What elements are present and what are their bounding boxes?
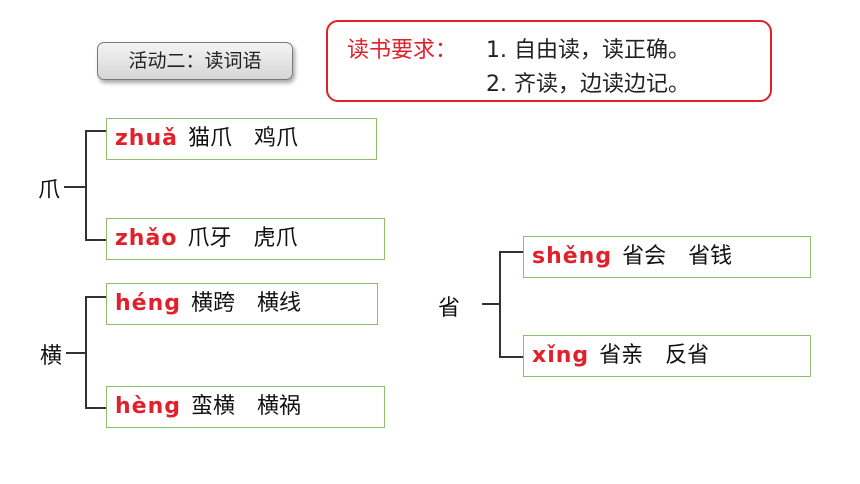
word-box: héng 横跨 横线 [106, 283, 378, 325]
word-box: xǐng 省亲 反省 [523, 335, 811, 377]
reading-requirements-box: 读书要求： 1. 自由读，读正确。 2. 齐读，边读边记。 [326, 20, 772, 102]
bracket-arm [85, 130, 107, 132]
words: 省会 省钱 [622, 244, 733, 269]
pinyin: shěng [532, 244, 613, 269]
bracket-arm [85, 296, 107, 298]
requirement-line-2: 2. 齐读，边读边记。 [486, 72, 690, 97]
word-box: zhǎo 爪牙 虎爪 [106, 218, 385, 260]
bracket-vertical [85, 296, 87, 408]
pinyin: hèng [115, 394, 181, 419]
pinyin: xǐng [532, 343, 590, 368]
character-heng: 横 [40, 344, 63, 369]
bracket-stem [66, 352, 86, 354]
words: 省亲 反省 [599, 343, 710, 368]
pinyin: zhuǎ [115, 126, 178, 151]
bracket-vertical [85, 130, 87, 240]
bracket-arm [499, 251, 523, 253]
words: 爪牙 虎爪 [187, 226, 298, 251]
word-box: zhuǎ 猫爪 鸡爪 [106, 118, 377, 160]
words: 猫爪 鸡爪 [187, 126, 298, 151]
word-box: hèng 蛮横 横祸 [106, 386, 385, 428]
pinyin: zhǎo [115, 226, 178, 251]
pinyin: héng [115, 291, 181, 316]
bracket-arm [85, 407, 107, 409]
bracket-vertical [499, 251, 501, 357]
word-box: shěng 省会 省钱 [523, 236, 811, 278]
character-zhua: 爪 [38, 178, 61, 203]
requirements-title: 读书要求： [347, 38, 458, 63]
bracket-stem [482, 303, 500, 305]
words: 蛮横 横祸 [191, 394, 302, 419]
bracket-stem [64, 186, 86, 188]
character-sheng: 省 [438, 296, 461, 321]
activity-label: 活动二：读词语 [97, 42, 293, 80]
bracket-arm [499, 356, 523, 358]
bracket-arm [85, 239, 107, 241]
words: 横跨 横线 [191, 291, 302, 316]
requirement-line-1: 1. 自由读，读正确。 [486, 38, 690, 63]
